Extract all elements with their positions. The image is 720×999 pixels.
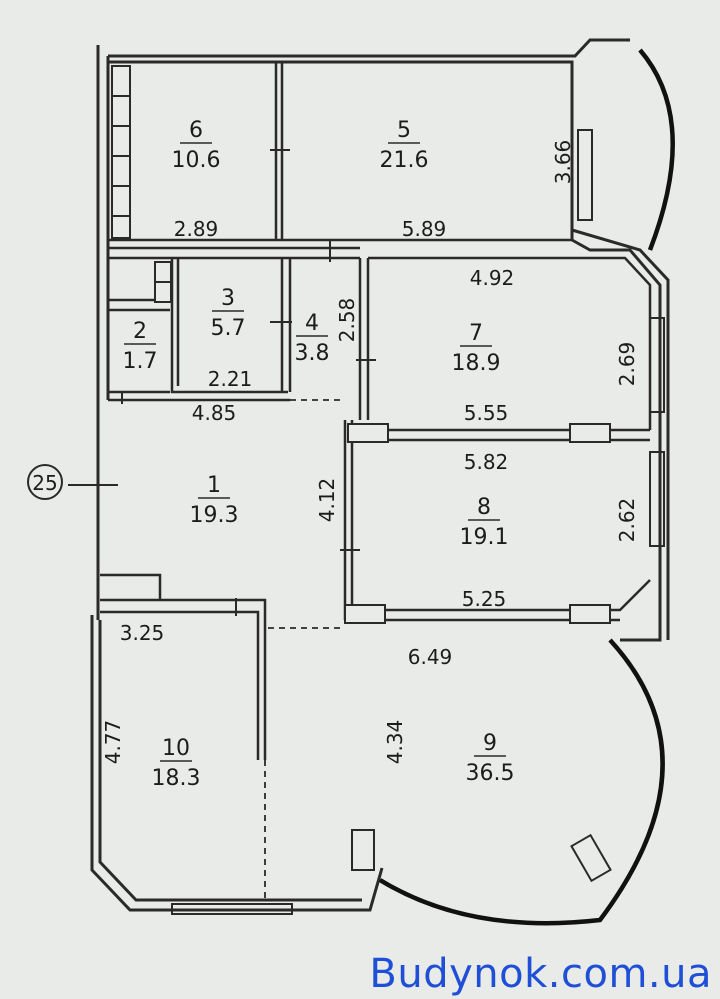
room-number: 1 xyxy=(207,473,221,498)
room-number: 10 xyxy=(162,736,190,761)
dim-hall-width: 4.85 xyxy=(192,401,237,425)
axis-marker: 25 xyxy=(27,464,63,500)
door-ticks xyxy=(68,149,376,616)
dim-room7-top: 4.92 xyxy=(470,266,515,290)
room-area: 18.3 xyxy=(152,766,201,791)
room-number: 7 xyxy=(469,321,483,346)
room-number: 3 xyxy=(221,286,235,311)
room-area: 21.6 xyxy=(380,148,429,173)
room-label-4: 43.8 xyxy=(295,311,330,366)
room-label-7: 718.9 xyxy=(452,321,501,376)
dim-room10-width: 3.25 xyxy=(120,621,165,645)
bay-walls xyxy=(378,48,675,926)
dim-room4-depth: 2.58 xyxy=(335,298,359,343)
dim-room9-depth: 4.34 xyxy=(383,720,407,765)
room-label-10: 10 18.3 xyxy=(152,736,201,791)
room-area: 1.7 xyxy=(123,349,158,374)
room-label-5: 521.6 xyxy=(380,118,429,173)
room-area: 36.5 xyxy=(466,761,515,786)
room-area: 19.3 xyxy=(190,503,239,528)
room-label-9: 936.5 xyxy=(466,731,515,786)
room-label-6: 610.6 xyxy=(172,118,221,173)
dim-room3-width: 2.21 xyxy=(208,367,253,391)
dim-room7-depth: 2.69 xyxy=(615,342,639,387)
dim-hall-depth: 4.12 xyxy=(315,478,339,523)
room-area: 3.8 xyxy=(295,341,330,366)
dim-room9-width: 6.49 xyxy=(408,645,453,669)
room-number: 4 xyxy=(305,311,319,336)
wall-pillars xyxy=(154,261,612,883)
room-number: 5 xyxy=(397,118,411,143)
outer-walls xyxy=(90,38,670,912)
room-number: 8 xyxy=(477,495,491,520)
room-area: 18.9 xyxy=(452,351,501,376)
dim-room8-top: 5.82 xyxy=(464,450,509,474)
dim-room8-depth: 2.62 xyxy=(615,498,639,543)
windows xyxy=(171,129,665,915)
room-label-3: 35.7 xyxy=(211,286,246,341)
openings xyxy=(264,399,345,900)
dim-room7-bottom: 5.55 xyxy=(464,401,509,425)
dimension-labels: 2.89 5.89 3.66 4.92 2.58 2.69 2.21 4.85 … xyxy=(101,140,639,765)
dim-room10-depth: 4.77 xyxy=(101,720,125,765)
dim-room5-width: 5.89 xyxy=(402,217,447,241)
room-label-2: 21.7 xyxy=(123,319,158,374)
room-area: 5.7 xyxy=(211,316,246,341)
room-number: 6 xyxy=(189,118,203,143)
dim-room6-width: 2.89 xyxy=(174,217,219,241)
room-label-8: 819.1 xyxy=(460,495,509,550)
room-area: 10.6 xyxy=(172,148,221,173)
svg-text:25: 25 xyxy=(32,471,57,495)
dim-room8-bottom: 5.25 xyxy=(462,587,507,611)
dim-room5-depth: 3.66 xyxy=(551,140,575,185)
room-label-1: 119.3 xyxy=(190,473,239,528)
interior-walls xyxy=(100,62,652,760)
watermark: Budynok.com.ua xyxy=(369,951,712,997)
wall-blocks xyxy=(111,65,131,239)
room-number: 2 xyxy=(133,319,147,344)
room-area: 19.1 xyxy=(460,525,509,550)
room-number: 9 xyxy=(483,731,497,756)
